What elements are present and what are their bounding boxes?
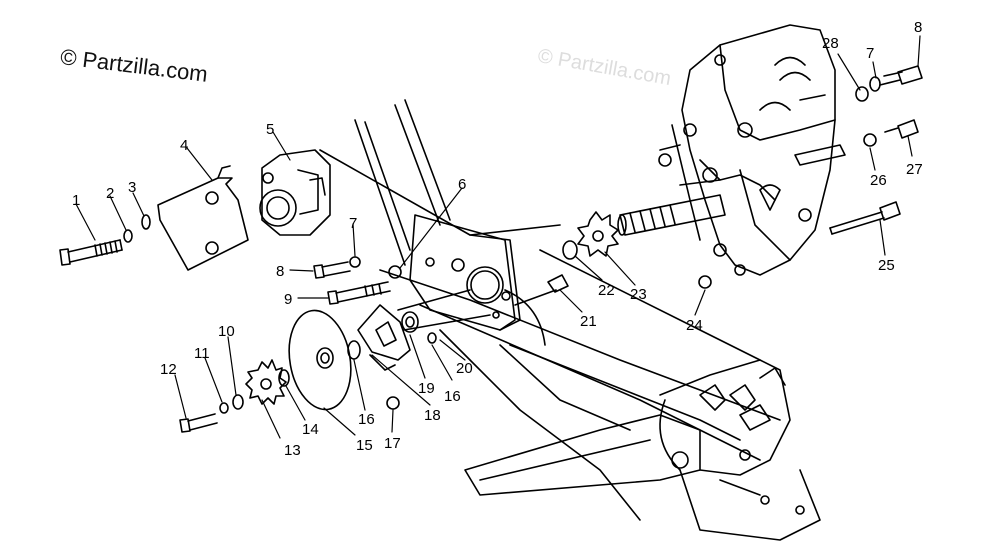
callout-19: 19 <box>418 380 435 397</box>
frame-lines <box>319 99 781 521</box>
callout-1: 1 <box>72 192 80 209</box>
washer-10 <box>232 394 244 410</box>
washer-28 <box>855 86 869 102</box>
callout-16b: 16 <box>444 388 461 405</box>
callout-17: 17 <box>384 435 401 452</box>
callout-27: 27 <box>906 161 923 178</box>
nut-near-plate <box>388 265 402 279</box>
washer-2 <box>123 229 133 243</box>
bearing-19 <box>401 311 419 333</box>
lock-washer-11 <box>219 402 229 414</box>
callout-16a: 16 <box>358 411 375 428</box>
callout-7-left: 7 <box>349 215 357 232</box>
callout-22: 22 <box>598 282 615 299</box>
washer-16a <box>347 340 361 360</box>
bolt-8-right <box>879 65 923 86</box>
callout-28: 28 <box>822 35 839 52</box>
callout-4: 4 <box>180 137 188 154</box>
callout-21: 21 <box>580 313 597 330</box>
sprocket-13 <box>245 359 287 405</box>
callout-8-left: 8 <box>276 263 284 280</box>
mounting-plate <box>409 214 546 346</box>
callout-12: 12 <box>160 361 177 378</box>
bolt-25 <box>829 201 901 235</box>
bolt-21 <box>514 274 569 306</box>
callout-10: 10 <box>218 323 235 340</box>
nut-26 <box>863 133 877 147</box>
bolt-27 <box>884 119 919 139</box>
callout-14: 14 <box>302 421 319 438</box>
callout-20: 20 <box>456 360 473 377</box>
bolt-12 <box>179 413 218 433</box>
washer-16b <box>427 332 437 344</box>
callout-26: 26 <box>870 172 887 189</box>
bracket-4 <box>157 165 249 271</box>
bolt-9 <box>327 281 391 305</box>
rear-housing <box>464 359 821 541</box>
callout-7-right: 7 <box>866 45 874 62</box>
washer-14 <box>278 369 290 387</box>
nut-7-right <box>869 76 881 92</box>
callout-3: 3 <box>128 179 136 196</box>
nut-7-left <box>349 256 361 268</box>
callout-15: 15 <box>356 437 373 454</box>
nut-17 <box>386 396 400 410</box>
nut-24 <box>698 275 712 289</box>
housing-5 <box>259 149 331 236</box>
washer-22 <box>562 240 578 260</box>
washer-3 <box>141 214 151 230</box>
callout-25: 25 <box>878 257 895 274</box>
bolt-8-left <box>313 261 351 279</box>
bearing-19-inner <box>405 316 415 328</box>
callout-13: 13 <box>284 442 301 459</box>
leader-lines <box>75 35 921 439</box>
callout-8-right: 8 <box>914 19 922 36</box>
gearbox-housing <box>658 24 846 276</box>
callout-labels: 1 2 3 4 5 6 7 8 9 10 11 12 13 14 15 16 1… <box>72 19 923 459</box>
callout-18: 18 <box>424 407 441 424</box>
output-shaft <box>617 179 726 236</box>
callout-2: 2 <box>106 185 114 202</box>
callout-24: 24 <box>686 317 703 334</box>
axle-line <box>397 289 491 331</box>
callout-9: 9 <box>284 291 292 308</box>
bolt-1 <box>59 239 123 266</box>
callout-6: 6 <box>458 176 466 193</box>
hub-18 <box>357 304 411 371</box>
callout-23: 23 <box>630 286 647 303</box>
callout-5: 5 <box>266 121 274 138</box>
sprocket-23 <box>577 211 619 257</box>
callout-11: 11 <box>194 345 210 362</box>
